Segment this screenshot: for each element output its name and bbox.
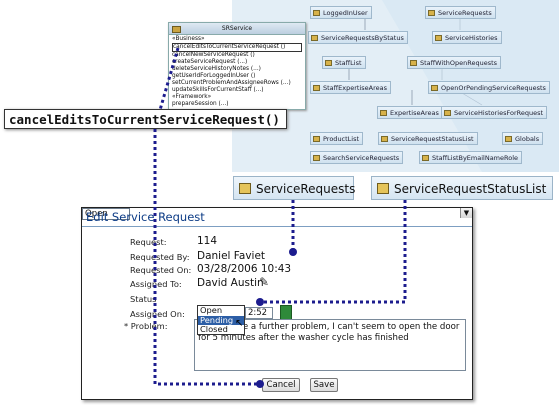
assigned-to-label: Assigned To: — [130, 279, 182, 289]
view-object-icon — [313, 155, 320, 161]
view-object-icon — [428, 10, 435, 16]
node-service-request-status-list: ServiceRequestStatusList — [378, 132, 478, 145]
node-product-list: ProductList — [310, 132, 364, 145]
request-label: Request: — [130, 237, 167, 247]
edit-service-request-form: Edit Service Request Request: 114 Reques… — [81, 207, 473, 400]
node-globals: Globals — [502, 132, 544, 145]
srservice-class-box: SRService «Business» cancelEditsToCurren… — [168, 22, 306, 110]
view-object-icon — [313, 85, 320, 91]
view-object-icon — [313, 136, 320, 142]
node-open-or-pending-requests: OpenOrPendingServiceRequests — [428, 81, 550, 94]
node-service-requests-by-status: ServiceRequestsByStatus — [308, 31, 408, 44]
view-object-icon — [311, 35, 318, 41]
stereotype-label: «Framework» — [172, 94, 212, 100]
requested-by-value: Daniel Faviet — [197, 250, 266, 262]
cancel-button[interactable]: Cancel — [262, 378, 300, 392]
node-staff-with-open-requests: StaffWithOpenRequests — [407, 56, 502, 69]
assigned-on-input[interactable]: 2:52 — [245, 307, 273, 319]
request-value: 114 — [197, 235, 218, 247]
method-set-problem-assignee[interactable]: setCurrentProblemAndAssigneeRows (...) — [172, 80, 291, 86]
view-object-icon — [410, 60, 417, 66]
class-box-header: SRService — [169, 23, 305, 35]
node-staff-list: StaffList — [322, 56, 366, 69]
node-staff-expertise-areas: StaffExpertiseAreas — [310, 81, 391, 94]
view-object-icon — [381, 136, 388, 142]
stereotype-label: «Business» — [172, 36, 205, 42]
view-object-icon — [505, 136, 512, 142]
connector-endpoint — [256, 298, 264, 306]
status-option-closed[interactable]: Closed — [200, 324, 228, 334]
assigned-on-label: Assigned On: — [130, 309, 185, 319]
connector-endpoint — [256, 380, 264, 388]
status-select[interactable]: Open ▼ — [82, 208, 472, 220]
view-service-request-status-list: ServiceRequestStatusList — [371, 176, 553, 200]
title-divider — [82, 226, 472, 227]
method-update-skills[interactable]: updateSkillsForCurrentStaff (...) — [172, 87, 264, 93]
view-object-icon — [422, 155, 429, 161]
method-callout: cancelEditsToCurrentServiceRequest() — [4, 109, 287, 129]
requested-on-label: Requested On: — [130, 265, 192, 275]
view-object-icon — [444, 110, 451, 116]
form-title: Edit Service Request — [86, 210, 205, 224]
status-option-pending[interactable]: Pending — [198, 315, 244, 325]
view-object-icon — [239, 183, 251, 194]
flashlight-icon[interactable]: ✎ — [259, 275, 270, 289]
view-object-icon — [313, 10, 320, 16]
status-option-open[interactable]: Open — [200, 305, 223, 315]
method-delete-notes[interactable]: deleteServiceHistoryNotes (...) — [172, 66, 261, 72]
requested-on-value: 03/28/2006 10:43 — [197, 263, 292, 275]
view-object-icon — [431, 85, 438, 91]
method-create[interactable]: createServiceRequest (...) — [172, 59, 248, 65]
save-button[interactable]: Save — [310, 378, 338, 392]
node-search-service-requests: SearchServiceRequests — [310, 151, 404, 164]
view-service-requests: ServiceRequests — [233, 176, 355, 200]
method-cancel-edits[interactable]: cancelEditsToCurrentServiceRequest () — [172, 43, 302, 52]
status-label: Status — [130, 294, 157, 304]
view-object-icon — [377, 183, 389, 194]
data-control-diagram: LoggedInUser ServiceRequests ServiceRequ… — [232, 0, 559, 172]
view-object-icon — [435, 35, 442, 41]
view-object-icon — [325, 60, 332, 66]
chevron-down-icon[interactable]: ▼ — [460, 208, 472, 218]
node-service-requests: ServiceRequests — [425, 6, 496, 19]
node-logged-in-user: LoggedInUser — [310, 6, 372, 19]
assigned-to-value: David Austin — [197, 277, 264, 289]
method-get-user-id[interactable]: getUserIdForLoggedInUser () — [172, 73, 256, 79]
node-staff-list-by-email-name-role: StaffListByEmailNameRole — [419, 151, 523, 164]
class-box-methods: «Business» cancelEditsToCurrentServiceRe… — [169, 35, 305, 109]
node-expertise-areas: ExpertiseAreas — [377, 106, 443, 119]
node-service-histories-for-request: ServiceHistoriesForRequest — [441, 106, 548, 119]
mouse-cursor-icon: ↖ — [235, 318, 244, 329]
method-cancel-new[interactable]: cancelNewServiceRequest () — [172, 52, 255, 58]
requested-by-label: Requested By: — [130, 252, 190, 262]
node-service-histories: ServiceHistories — [432, 31, 502, 44]
problem-label: * Problem: — [124, 321, 168, 331]
status-dropdown-list[interactable]: Open Pending Closed — [197, 305, 245, 335]
connector-endpoint — [289, 248, 297, 256]
method-prepare-session[interactable]: prepareSession (...) — [172, 101, 229, 107]
view-object-icon — [380, 110, 387, 116]
application-module-icon — [172, 26, 181, 33]
